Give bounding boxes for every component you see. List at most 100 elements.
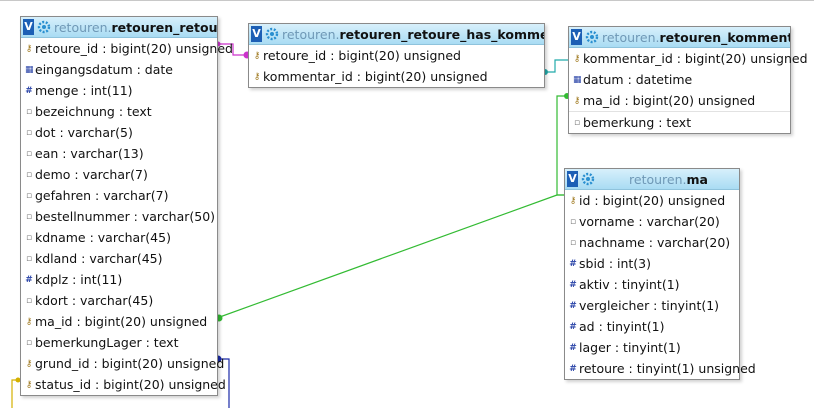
view-toggle-button[interactable]: V <box>251 26 262 42</box>
field-row[interactable]: ⚷retoure_id : bigint(20) unsigned <box>21 38 233 59</box>
relation-status[interactable] <box>11 377 21 408</box>
field-list: ⚷retoure_id : bigint(20) unsigned▦eingan… <box>21 38 233 395</box>
field-row[interactable]: #lager : tinyint(1) <box>565 337 739 358</box>
field-label: kommentar_id : bigint(20) unsigned <box>263 69 488 84</box>
text-icon: ▫ <box>25 148 33 159</box>
field-label: status_id : bigint(20) unsigned <box>35 377 226 392</box>
field-row[interactable]: ⚷status_id : bigint(20) unsigned <box>21 374 226 395</box>
field-row[interactable]: ▫demo : varchar(7) <box>21 164 217 185</box>
field-row[interactable]: ▫ean : varchar(13) <box>21 143 217 164</box>
table-header[interactable]: V retouren.retouren_kommentar <box>569 27 790 48</box>
table-retouren-retoure[interactable]: V retouren.retouren_retoure ⚷retoure_id … <box>20 16 233 396</box>
field-list: ⚷id : bigint(20) unsigned▫vorname : varc… <box>565 190 756 379</box>
field-label: ean : varchar(13) <box>35 146 144 161</box>
field-row[interactable]: ▫bemerkungLager : text <box>21 332 217 353</box>
field-row[interactable]: ▫nachname : varchar(20) <box>565 232 739 253</box>
key-icon: ⚷ <box>25 379 33 390</box>
field-row[interactable]: ⚷id : bigint(20) unsigned <box>565 190 739 211</box>
date-icon: ▦ <box>573 74 582 85</box>
table-header[interactable]: V retouren.retouren_retoure <box>21 17 217 38</box>
field-row[interactable]: ▦eingangsdatum : date <box>21 59 217 80</box>
field-row[interactable]: #ad : tinyint(1) <box>565 316 739 337</box>
view-toggle-button[interactable]: V <box>571 29 582 45</box>
field-label: vorname : varchar(20) <box>579 214 720 229</box>
field-label: lager : tinyint(1) <box>579 340 681 355</box>
text-icon: ▫ <box>25 106 33 117</box>
field-row[interactable]: ▫bemerkung : text <box>569 111 790 133</box>
field-row[interactable]: #sbid : int(3) <box>565 253 739 274</box>
field-row[interactable]: ⚷kommentar_id : bigint(20) unsigned <box>569 48 808 69</box>
number-icon: # <box>569 258 577 269</box>
field-label: bestellnummer : varchar(50) <box>35 209 216 224</box>
key-icon: ⚷ <box>569 195 577 206</box>
field-label: datum : datetime <box>583 72 693 87</box>
text-icon: ▫ <box>573 117 581 128</box>
field-label: kdplz : int(11) <box>35 272 123 287</box>
field-label: grund_id : bigint(20) unsigned <box>35 356 225 371</box>
field-row[interactable]: ▫kdname : varchar(45) <box>21 227 217 248</box>
field-label: bemerkung : text <box>583 115 692 130</box>
text-icon: ▫ <box>569 237 577 248</box>
field-row[interactable]: ▫bezeichnung : text <box>21 101 217 122</box>
text-icon: ▫ <box>25 295 33 306</box>
schema-name: retouren. <box>54 19 112 35</box>
gear-icon[interactable] <box>585 30 599 44</box>
table-retouren-kommentar[interactable]: V retouren.retouren_kommentar ⚷kommentar… <box>568 26 808 134</box>
key-icon: ⚷ <box>573 53 581 64</box>
text-icon: ▫ <box>25 337 33 348</box>
field-label: nachname : varchar(20) <box>579 235 731 250</box>
relation-retoure-ma[interactable] <box>215 194 565 322</box>
key-icon: ⚷ <box>25 358 33 369</box>
table-retouren-retoure-has-kommentar[interactable]: V retouren.retouren_retoure_has_kommenta… <box>248 23 545 88</box>
field-label: eingangsdatum : date <box>35 62 173 77</box>
field-label: menge : int(11) <box>35 83 133 98</box>
field-label: kdort : varchar(45) <box>35 293 154 308</box>
number-icon: # <box>569 342 577 353</box>
date-icon: ▦ <box>25 64 34 75</box>
field-row[interactable]: ⚷grund_id : bigint(20) unsigned <box>21 353 225 374</box>
table-header[interactable]: V retouren.retouren_retoure_has_kommenta… <box>249 24 544 45</box>
table-header[interactable]: V retouren.ma <box>565 169 739 190</box>
field-label: demo : varchar(7) <box>35 167 148 182</box>
field-label: kommentar_id : bigint(20) unsigned <box>583 51 808 66</box>
view-toggle-button[interactable]: V <box>567 171 578 187</box>
field-label: kdname : varchar(45) <box>35 230 171 245</box>
field-row[interactable]: ▫kdland : varchar(45) <box>21 248 217 269</box>
view-toggle-button[interactable]: V <box>23 19 34 35</box>
field-row[interactable]: #vergleicher : tinyint(1) <box>565 295 739 316</box>
field-row[interactable]: ⚷ma_id : bigint(20) unsigned <box>21 311 217 332</box>
field-row[interactable]: #aktiv : tinyint(1) <box>565 274 739 295</box>
field-label: sbid : int(3) <box>579 256 652 271</box>
table-title[interactable]: retouren.retouren_kommentar <box>602 30 790 45</box>
field-label: gefahren : varchar(7) <box>35 188 169 203</box>
text-icon: ▫ <box>25 253 33 264</box>
field-row[interactable]: #menge : int(11) <box>21 80 217 101</box>
field-list: ⚷retoure_id : bigint(20) unsigned⚷kommen… <box>249 45 544 87</box>
field-row[interactable]: #kdplz : int(11) <box>21 269 217 290</box>
field-row[interactable]: ▫vorname : varchar(20) <box>565 211 739 232</box>
field-row[interactable]: ⚷ma_id : bigint(20) unsigned <box>569 90 790 111</box>
gear-icon[interactable] <box>581 172 595 186</box>
gear-icon[interactable] <box>265 27 279 41</box>
table-title[interactable]: retouren.retouren_retoure <box>54 20 217 35</box>
field-label: retoure_id : bigint(20) unsigned <box>35 41 233 56</box>
field-row[interactable]: ▫gefahren : varchar(7) <box>21 185 217 206</box>
field-row[interactable]: ▫dot : varchar(5) <box>21 122 217 143</box>
field-label: kdland : varchar(45) <box>35 251 163 266</box>
field-row[interactable]: #retoure : tinyint(1) unsigned <box>565 358 756 379</box>
relation-kommentar-id[interactable] <box>542 59 568 75</box>
gear-icon[interactable] <box>37 20 51 34</box>
number-icon: # <box>25 85 33 96</box>
field-row[interactable]: ⚷kommentar_id : bigint(20) unsigned <box>249 66 544 87</box>
field-label: vergleicher : tinyint(1) <box>579 298 720 313</box>
field-row[interactable]: ▫bestellnummer : varchar(50) <box>21 206 217 227</box>
field-row[interactable]: ▦datum : datetime <box>569 69 790 90</box>
field-row[interactable]: ▫kdort : varchar(45) <box>21 290 217 311</box>
table-title[interactable]: retouren.retouren_retoure_has_kommentar <box>282 27 544 42</box>
table-title[interactable]: retouren.ma <box>598 172 739 187</box>
number-icon: # <box>569 300 577 311</box>
number-icon: # <box>569 321 577 332</box>
table-ma[interactable]: V retouren.ma ⚷id : bigint(20) unsigned▫… <box>564 168 756 380</box>
text-icon: ▫ <box>25 127 33 138</box>
field-row[interactable]: ⚷retoure_id : bigint(20) unsigned <box>249 45 544 66</box>
